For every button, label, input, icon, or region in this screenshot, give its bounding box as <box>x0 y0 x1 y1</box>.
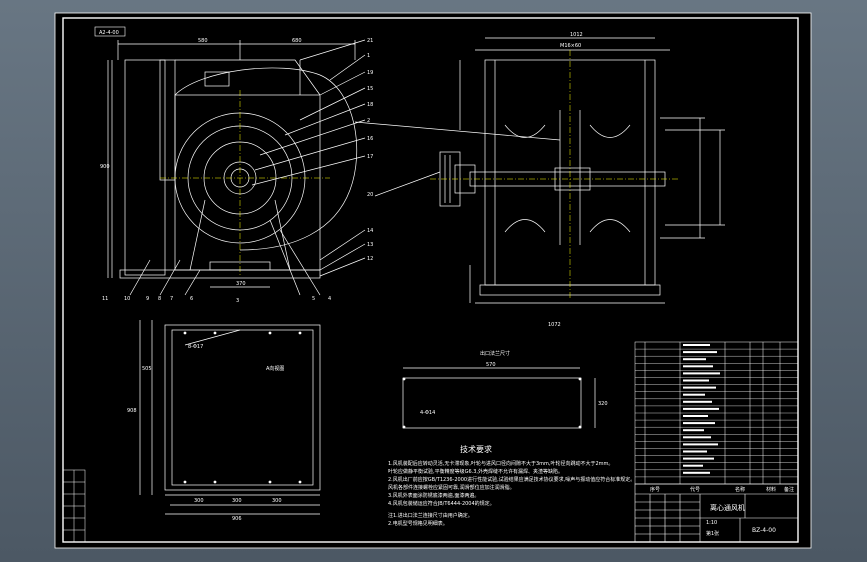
bom-text-mark <box>683 443 718 446</box>
bom-text-mark <box>683 358 706 361</box>
bom-text-mark <box>683 407 719 410</box>
bom-fill <box>683 344 720 474</box>
dim-side-top2: M16×60 <box>560 43 581 49</box>
leader-number: 11 <box>102 296 108 302</box>
leader-number: 3 <box>236 298 239 304</box>
product-name: 离心通风机 <box>710 503 745 512</box>
dim-base-bottom-3: 300 <box>272 498 282 504</box>
leader-number: 20 <box>367 192 373 198</box>
leader-number: 12 <box>367 256 373 262</box>
leader-numbers-bottom: 11 10 9 8 7 6 5 4 3 <box>102 296 331 304</box>
leader-number: 9 <box>146 296 149 302</box>
leader-number: 8 <box>158 296 161 302</box>
dim-front-width-right: 680 <box>292 38 302 44</box>
front-view <box>107 39 366 296</box>
view-label: A2-4-00 <box>99 30 119 36</box>
sheet-border <box>54 12 812 549</box>
tech-req-item: 2.风机出厂前应按GB/T1236-2000进行性能试验,试验结果应满足技术协议… <box>388 476 635 483</box>
side-view-centerlines <box>430 50 680 300</box>
header-material: 材料 <box>766 486 776 493</box>
tech-req-title: 技术要求 <box>460 444 492 454</box>
leader-number: 14 <box>367 228 373 234</box>
bom-text-mark <box>683 450 707 453</box>
base-view <box>139 320 321 515</box>
header-code: 代号 <box>690 486 700 493</box>
bom-text-mark <box>683 351 717 354</box>
leader-number: 10 <box>124 296 130 302</box>
bom-text-mark <box>683 415 708 417</box>
leader-number: 1 <box>367 53 370 59</box>
leader-number: 4 <box>328 296 331 302</box>
view-label-box <box>94 26 126 37</box>
bom-text-mark <box>683 471 710 474</box>
tech-req-item: 风机各部件连接螺栓应紧固可靠,润滑部位应加注润滑脂。 <box>388 484 515 491</box>
bom-rows <box>635 348 798 478</box>
scale-label: 1:10 <box>706 520 717 526</box>
flange-view <box>402 367 596 429</box>
dim-base-bottom-2: 300 <box>232 498 242 504</box>
tech-req-item: 4.风机包装储运应符合JB/T6444-2004的规定。 <box>388 500 495 507</box>
side-view <box>354 37 725 304</box>
bom-text-mark <box>683 393 705 396</box>
tech-req-item: 叶轮应做静平衡试验,平衡精度等级G6.3,外壳焊缝不允许有漏焊、夹渣等缺陷。 <box>388 468 563 475</box>
leader-number: 21 <box>367 38 373 44</box>
bom-text-mark <box>683 422 715 425</box>
header-note: 备注 <box>784 486 794 493</box>
tech-req-item: 注1.进出口法兰连接尺寸由用户确定。 <box>388 512 473 519</box>
leader-number: 5 <box>312 296 315 302</box>
bom-text-mark <box>683 400 712 403</box>
frame-border <box>62 17 799 543</box>
bom-text-mark <box>683 344 710 346</box>
dim-base-holes: 8-Φ17 <box>188 344 203 350</box>
leader-number: 16 <box>367 136 373 142</box>
bom-text-mark <box>683 372 720 375</box>
dim-flange-h: 320 <box>598 401 608 407</box>
revision-strip <box>62 469 86 543</box>
bottom-view-label: A向视图 <box>266 365 284 372</box>
tech-req-item: 2.电机型号规格见明细表。 <box>388 520 448 527</box>
title-block <box>634 483 799 543</box>
dim-base-bottom-1: 300 <box>194 498 204 504</box>
bom-text-mark <box>683 436 711 439</box>
tech-req-item: 1.风机装配后应转动灵活,无卡滞现象,叶轮与进风口径向间隙不大于3mm,叶轮径向… <box>388 460 613 467</box>
dim-base-total: 906 <box>232 516 242 522</box>
flange-holes <box>402 377 582 429</box>
drawing-no: BZ-4-00 <box>752 527 776 534</box>
leader-number: 2 <box>367 118 370 124</box>
leader-number: 19 <box>367 70 373 76</box>
leader-number: 6 <box>190 296 193 302</box>
dim-side-top: 1012 <box>570 32 583 38</box>
leader-number: 15 <box>367 86 373 92</box>
bom-text-mark <box>683 386 716 389</box>
bom-text-mark <box>683 429 704 432</box>
tech-req-list: 1.风机装配后应转动灵活,无卡滞现象,叶轮与进风口径向间隙不大于3mm,叶轮径向… <box>388 460 635 527</box>
dim-base-height: 908 <box>127 408 137 414</box>
dim-flange-w: 570 <box>486 362 496 368</box>
leader-number: 7 <box>170 296 173 302</box>
sheet-label: 第1张 <box>706 530 719 537</box>
leader-number: 17 <box>367 154 373 160</box>
base-holes <box>183 331 302 484</box>
detail-label: 出口法兰尺寸 <box>480 350 510 357</box>
header-name: 名称 <box>735 486 745 493</box>
bom-text-mark <box>683 464 703 467</box>
dim-front-bottom: 370 <box>236 281 246 287</box>
bom-text-mark <box>683 379 709 382</box>
header-seq: 序号 <box>650 486 660 493</box>
dim-base-side: 505 <box>142 366 152 372</box>
bom-text-mark <box>683 457 714 460</box>
leader-numbers-right: 21 1 19 15 18 2 16 17 20 14 13 12 <box>367 38 373 262</box>
dim-front-width-left: 580 <box>198 38 208 44</box>
leader-number: 13 <box>367 242 373 248</box>
dim-front-height: 900 <box>100 164 110 170</box>
leader-number: 18 <box>367 102 373 108</box>
bom-text-mark <box>683 365 713 368</box>
dim-flange-holes: 4-Φ14 <box>420 410 435 416</box>
tech-req-item: 3.风机外表面涂防锈底漆两遍,面漆两遍。 <box>388 492 479 499</box>
dim-side-bottom: 1072 <box>548 322 561 328</box>
